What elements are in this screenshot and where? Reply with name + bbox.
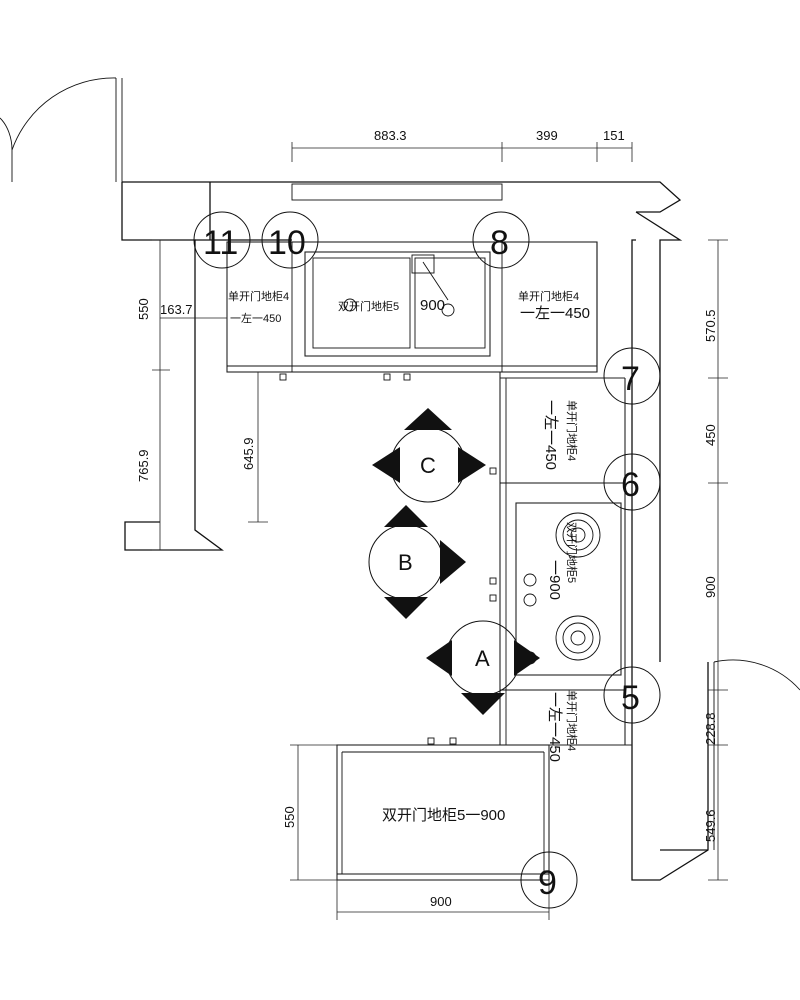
top-wall-outer [122, 181, 682, 213]
dim-right-2: 450 [703, 424, 718, 446]
cabinet-label-stove-a: 双开门地柜5 [565, 522, 579, 583]
svg-text:A: A [475, 646, 490, 671]
position-markers: C B A [368, 408, 540, 715]
walls [121, 181, 709, 881]
cabinet-label-top-right-a: 单开门地柜4 [518, 289, 579, 303]
dim-left-upper: 550 [136, 298, 151, 320]
cabinet-label-stove-b: 一900 [546, 560, 563, 600]
position-marker-a: A [426, 620, 540, 715]
cabinet-label-top-left-overlay: 单开门地柜4 [228, 289, 289, 303]
position-marker-b: B [368, 505, 466, 619]
handle [427, 737, 435, 745]
marker-5: 5 [603, 666, 661, 724]
marker-8: 8 [472, 211, 530, 269]
cabinet-label-right-upper-b: 一左一450 [542, 400, 559, 470]
svg-text:C: C [420, 453, 436, 478]
handle [449, 737, 457, 745]
dim-left-inner: 645.9 [241, 437, 256, 470]
burner-bottom [555, 615, 601, 661]
right-wall-outer [631, 239, 709, 881]
knob [523, 573, 537, 587]
svg-text:8: 8 [490, 224, 509, 262]
dim-island-width: 900 [430, 894, 452, 909]
handle [383, 373, 391, 381]
faucet [411, 254, 435, 274]
left-wall [121, 182, 224, 551]
dim-top-right: 151 [603, 128, 625, 143]
dim-right-4: 228.8 [703, 712, 718, 745]
cabinet-label-right-lower-b: 一左一450 [546, 692, 563, 762]
island-cabinet: 双开门地柜5一900 [336, 737, 550, 881]
cabinet-label-island: 双开门地柜5一900 [382, 807, 505, 824]
svg-text:9: 9 [538, 864, 557, 902]
marker-10: 10 [261, 211, 319, 269]
cabinet-label-right-lower-a: 单开门地柜4 [565, 690, 579, 751]
door-swing-arc [11, 77, 117, 182]
dim-left-small: 163.7 [160, 302, 193, 317]
burner-top [555, 512, 601, 558]
sink-outline [304, 251, 491, 357]
handle [489, 594, 497, 602]
svg-text:6: 6 [621, 466, 640, 504]
door-swing-arc-small [0, 117, 13, 151]
door-top-left [0, 77, 123, 182]
door-right [707, 659, 800, 850]
cabinet-label-sink-a: 双开门地柜5 [338, 299, 399, 313]
dim-left-total: 765.9 [136, 449, 151, 482]
svg-text:10: 10 [268, 224, 306, 262]
handle [403, 373, 411, 381]
sink-basin-right [414, 257, 486, 349]
drain-left [343, 298, 357, 312]
marker-11: 11 [193, 211, 251, 269]
drain-right [441, 303, 455, 317]
top-counter: 单开门地柜4 一左一450 双开门地柜5 900 单开门地柜4 一左一450 [226, 241, 598, 381]
island-outline [336, 744, 550, 881]
svg-text:5: 5 [621, 679, 640, 717]
svg-text:7: 7 [621, 360, 640, 398]
marker-9: 9 [520, 851, 578, 909]
svg-text:B: B [398, 550, 413, 575]
handle [279, 373, 287, 381]
door-swing-arc [713, 659, 800, 691]
right-counter: 单开门地柜4 一左一450 双开门地柜5 一900 单开门地柜4 一左一450 [489, 242, 632, 762]
markers: 11 10 8 7 6 5 9 [193, 211, 661, 909]
cabinet-label-sink-b: 900 [420, 297, 445, 314]
marker-6: 6 [603, 453, 661, 511]
dim-top-mid: 399 [536, 128, 558, 143]
faucet-spout [422, 261, 449, 301]
window-top [291, 183, 503, 201]
dim-island-depth: 550 [282, 806, 297, 828]
cabinet-label-right-upper-a: 单开门地柜4 [565, 400, 579, 461]
marker-7: 7 [603, 347, 661, 405]
position-marker-c: C [372, 408, 486, 503]
stove-outline [515, 502, 622, 676]
dimensions: 883.3 399 151 550 765.9 163.7 645.9 570.… [136, 128, 728, 920]
cabinet-label-top-right-b: 一左一450 [520, 305, 590, 322]
dim-top-span: 883.3 [374, 128, 407, 143]
dim-right-5: 549.6 [703, 809, 718, 842]
cabinet-label-top-left: 一左一450 [230, 312, 281, 325]
dim-right-3: 900 [703, 576, 718, 598]
knob [523, 593, 537, 607]
svg-text:11: 11 [203, 224, 238, 262]
handle [489, 577, 497, 585]
right-wall-inner [635, 211, 683, 662]
sink-basin-left [312, 257, 411, 349]
handle [489, 467, 497, 475]
dim-right-1: 570.5 [703, 309, 718, 342]
